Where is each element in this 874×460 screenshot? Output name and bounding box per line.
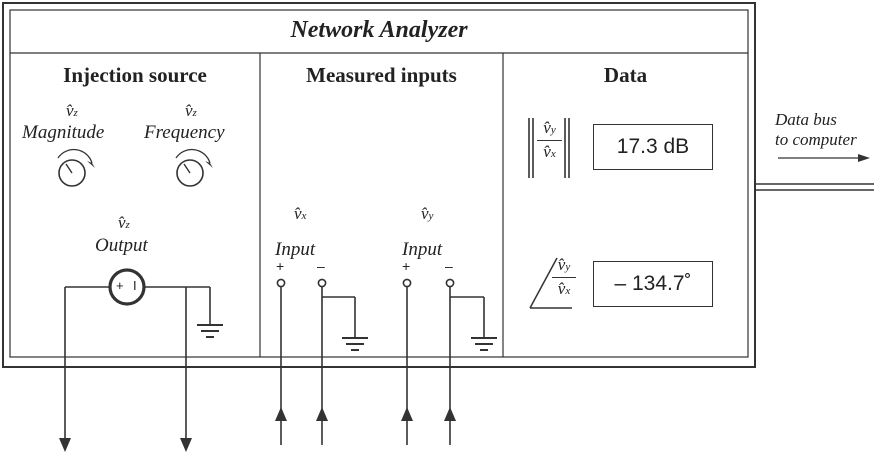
frequency-symbol: v̂z bbox=[185, 101, 197, 120]
magnitude-knob-icon bbox=[57, 148, 95, 187]
input-y-minus-sign: – bbox=[445, 258, 453, 274]
input-y-symbol: v̂y bbox=[421, 204, 434, 223]
ground-icon-input-x bbox=[342, 337, 368, 351]
input-x-symbol: v̂x bbox=[294, 204, 307, 223]
arrow-right-icon bbox=[858, 154, 870, 162]
output-label: Output bbox=[95, 235, 148, 256]
frequency-label: Frequency bbox=[144, 122, 225, 143]
terminal-icon-x-minus bbox=[317, 278, 327, 288]
magnitude-ratio-fraction: v̂y v̂x bbox=[537, 118, 562, 162]
databus-label-line2: to computer bbox=[775, 130, 857, 149]
arrow-up-icon-x-plus bbox=[275, 407, 287, 421]
analyzer-title: Network Analyzer bbox=[290, 17, 468, 43]
section-heading-injection: Injection source bbox=[63, 63, 207, 87]
source-minus-sign: I bbox=[133, 278, 137, 293]
section-heading-measured: Measured inputs bbox=[306, 63, 457, 87]
magnitude-label: Magnitude bbox=[22, 122, 105, 143]
arrow-up-icon-x-minus bbox=[316, 407, 328, 421]
input-x-label: Input bbox=[275, 239, 316, 260]
analyzer-frame-inner bbox=[9, 9, 749, 358]
input-y-plus-sign: + bbox=[402, 258, 411, 274]
arrow-up-icon-y-minus bbox=[444, 407, 456, 421]
magnitude-symbol: v̂z bbox=[66, 101, 78, 120]
ground-icon-source bbox=[197, 324, 223, 338]
terminal-icon-y-plus bbox=[402, 278, 412, 288]
section-heading-data: Data bbox=[603, 63, 648, 87]
arrow-down-icon-left bbox=[59, 438, 71, 452]
analyzer-frame-outer bbox=[2, 2, 756, 368]
terminal-icon-y-minus bbox=[445, 278, 455, 288]
terminal-icon-x-plus bbox=[276, 278, 286, 288]
magnitude-readout: 17.3 dB bbox=[593, 124, 713, 170]
arrow-up-icon-y-plus bbox=[401, 407, 413, 421]
databus-label-line1: Data bus bbox=[775, 110, 837, 129]
ground-icon-input-y bbox=[471, 337, 497, 351]
phase-readout: – 134.7˚ bbox=[593, 261, 713, 307]
input-x-plus-sign: + bbox=[276, 258, 285, 274]
input-y-label: Input bbox=[402, 239, 443, 260]
frequency-knob-icon bbox=[175, 148, 213, 187]
arrow-down-icon-right bbox=[180, 438, 192, 452]
phase-ratio-fraction: v̂y v̂x bbox=[552, 255, 576, 299]
input-x-minus-sign: – bbox=[317, 258, 325, 274]
source-plus-sign: + bbox=[116, 278, 124, 293]
angle-symbol-slant bbox=[529, 257, 558, 309]
output-symbol: v̂z bbox=[118, 213, 130, 232]
